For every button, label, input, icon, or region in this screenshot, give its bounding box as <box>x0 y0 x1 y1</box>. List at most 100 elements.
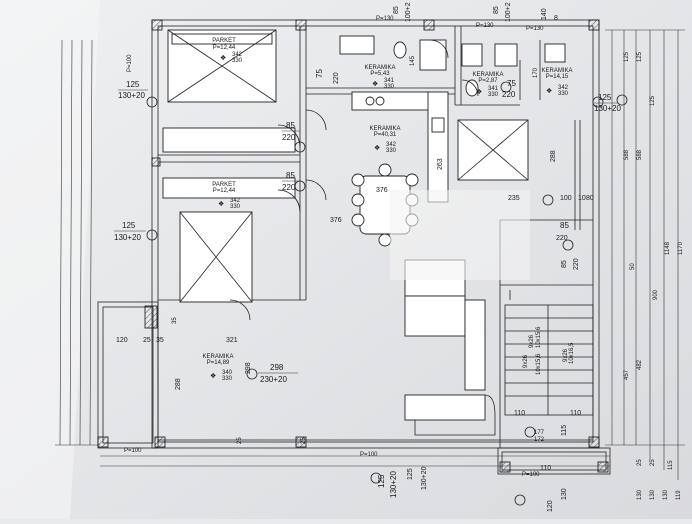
svg-text:P=130: P=130 <box>526 26 544 32</box>
door-swings <box>229 39 479 321</box>
svg-text:298: 298 <box>245 362 252 374</box>
height-marker-icon: ❖ <box>220 55 226 62</box>
svg-text:KERAMIKA: KERAMIKA <box>541 68 572 74</box>
svg-text:85: 85 <box>493 6 500 14</box>
svg-text:220: 220 <box>556 235 568 242</box>
svg-text:100+2: 100+2 <box>405 2 412 22</box>
height-marker-icon: ❖ <box>374 145 380 152</box>
room-label-bathroom-2: KERAMIKA P=2,87 341 330 ❖ <box>472 72 503 98</box>
left-dimension-chain <box>55 39 100 446</box>
svg-text:10x15,6: 10x15,6 <box>536 326 542 348</box>
bathroom-fixtures <box>339 35 566 181</box>
room-label-terrace: KERAMIKA P=14,89 340 330 ❖ <box>202 354 233 382</box>
svg-text:125: 125 <box>598 93 612 102</box>
bed-room-1 <box>167 29 277 103</box>
svg-text:25: 25 <box>637 459 643 466</box>
window-label-1: 125 130+20 <box>118 80 148 100</box>
svg-text:288: 288 <box>550 150 557 162</box>
door-label-1: 85 220 <box>282 121 300 142</box>
door-label-4: 75 220 <box>502 79 516 99</box>
door-label-3: 75 220 <box>315 69 340 84</box>
svg-text:9x26: 9x26 <box>523 354 529 368</box>
svg-text:KERAMIKA: KERAMIKA <box>202 354 233 360</box>
svg-text:PARKET: PARKET <box>212 182 236 188</box>
svg-text:P=100: P=100 <box>522 472 540 478</box>
bottom-dimension-chain <box>100 455 610 467</box>
svg-text:KERAMIKA: KERAMIKA <box>472 72 503 78</box>
right-dimension-chain <box>605 29 685 480</box>
svg-text:130: 130 <box>637 489 643 500</box>
room-label-bedroom-2: PARKET P=12,44 342 330 ❖ <box>212 182 240 210</box>
room-label-living: KERAMIKA P=40,31 342 330 ❖ <box>369 126 400 154</box>
svg-text:P=100: P=100 <box>360 452 378 458</box>
svg-text:177: 177 <box>534 430 545 436</box>
height-marker-icon: ❖ <box>476 89 482 96</box>
svg-text:50: 50 <box>630 263 636 270</box>
svg-text:220: 220 <box>502 90 516 99</box>
interior-dimensions: 376 376 263 235 288 170 145 321 288 298 … <box>116 55 594 472</box>
svg-text:588: 588 <box>637 149 643 160</box>
svg-text:P=14,89: P=14,89 <box>207 360 230 366</box>
window-label-3: 125 130+20 <box>594 93 621 113</box>
svg-text:340: 340 <box>222 370 233 376</box>
svg-text:130+20: 130+20 <box>114 233 141 242</box>
svg-text:235: 235 <box>508 195 520 202</box>
svg-text:P=2,87: P=2,87 <box>478 78 498 84</box>
svg-text:130: 130 <box>561 488 568 500</box>
svg-text:KERAMIKA: KERAMIKA <box>364 65 395 71</box>
svg-text:9x26: 9x26 <box>529 334 535 348</box>
svg-text:342: 342 <box>558 85 569 91</box>
svg-text:125: 125 <box>122 221 136 230</box>
height-marker-icon: ❖ <box>372 81 378 88</box>
svg-text:230+20: 230+20 <box>260 375 287 384</box>
svg-text:376: 376 <box>376 187 388 194</box>
photo-blur-patch <box>390 190 530 280</box>
svg-text:110: 110 <box>570 410 581 417</box>
window-label-4: 298 230+20 <box>258 363 298 384</box>
svg-text:120: 120 <box>116 337 128 344</box>
exterior-walls <box>97 19 611 475</box>
door-label-6: 85 220 <box>561 258 580 270</box>
svg-text:330: 330 <box>384 84 395 90</box>
svg-text:25: 25 <box>143 337 151 344</box>
bottom-dimensions: P=100 P=100 P=100 125 130+20 120 130 <box>124 448 568 512</box>
svg-text:321: 321 <box>226 337 238 344</box>
svg-text:220: 220 <box>333 72 340 84</box>
height-marker-icon: ❖ <box>546 88 552 95</box>
room-label-bathroom-1: KERAMIKA P=5,43 341 330 ❖ <box>364 65 395 90</box>
window-label-2: 125 130+20 <box>114 221 146 242</box>
svg-text:PARKET: PARKET <box>212 38 236 44</box>
svg-text:330: 330 <box>488 92 499 98</box>
svg-text:85: 85 <box>561 260 568 268</box>
svg-text:130+20: 130+20 <box>118 91 145 100</box>
svg-text:75: 75 <box>315 69 324 78</box>
svg-text:10x16,5: 10x16,5 <box>569 342 575 364</box>
svg-text:125: 125 <box>126 80 140 89</box>
svg-text:P=130: P=130 <box>376 16 394 22</box>
svg-text:330: 330 <box>386 148 397 154</box>
svg-text:376: 376 <box>330 217 342 224</box>
svg-text:P=5,43: P=5,43 <box>370 71 390 77</box>
left-page-margin <box>0 0 100 519</box>
svg-text:75: 75 <box>507 79 516 88</box>
svg-text:130+20: 130+20 <box>594 104 621 113</box>
svg-text:130+20: 130+20 <box>389 471 398 498</box>
svg-text:85: 85 <box>286 121 295 130</box>
svg-text:125: 125 <box>624 51 630 62</box>
svg-text:119: 119 <box>676 490 682 500</box>
svg-text:85: 85 <box>393 6 400 14</box>
svg-text:125: 125 <box>377 474 386 488</box>
svg-text:P=100: P=100 <box>124 448 142 454</box>
bed-room-2 <box>162 177 296 303</box>
svg-text:220: 220 <box>573 258 580 270</box>
svg-text:100: 100 <box>560 195 572 202</box>
svg-text:342: 342 <box>232 52 243 58</box>
door-label-5: 85 220 <box>556 221 569 242</box>
svg-text:130+20: 130+20 <box>421 466 428 490</box>
svg-text:341: 341 <box>384 78 395 84</box>
svg-text:10: 10 <box>578 195 586 202</box>
svg-text:25: 25 <box>650 459 656 466</box>
svg-text:145: 145 <box>410 55 416 66</box>
